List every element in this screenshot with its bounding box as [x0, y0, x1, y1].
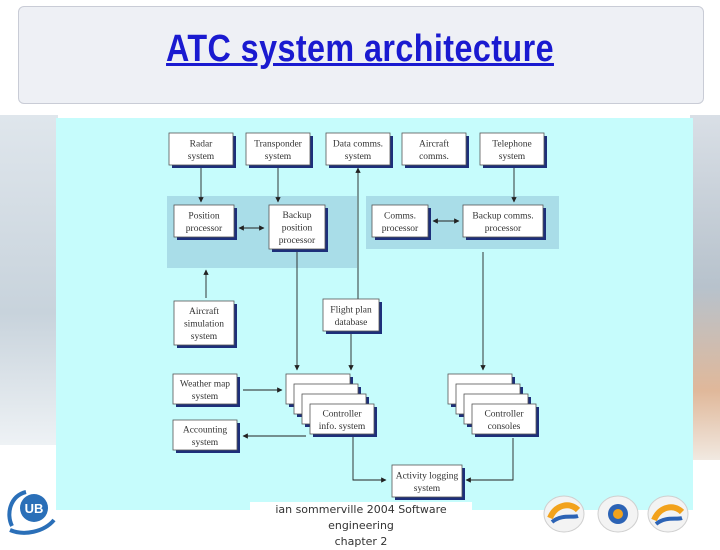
box-frame: [309, 403, 375, 435]
node-label: processor: [186, 224, 223, 234]
node-radar: Radar system: [168, 132, 236, 168]
node-label: Backup: [282, 211, 311, 221]
node-label: Position: [188, 211, 219, 221]
partner-logo-1: [543, 495, 585, 533]
footer-line-2: chapter 2: [334, 535, 388, 548]
box-frame: [172, 373, 238, 405]
background-graphic-right: [690, 115, 720, 460]
node-label: system: [414, 484, 441, 494]
node-label: Flight plan: [330, 305, 372, 315]
connector-arrow: [465, 438, 514, 483]
node-telephone: Telephone system: [479, 132, 547, 168]
node-label: Weather map: [180, 379, 230, 389]
node-label: info. system: [319, 421, 366, 432]
node-flight-plan-database: Flight plan database: [322, 298, 382, 334]
box-frame: [168, 132, 234, 166]
partner-logos: [543, 495, 689, 533]
node-label: Activity logging: [396, 471, 459, 481]
node-label: Radar: [190, 139, 214, 149]
node-label: system: [345, 152, 372, 162]
node-backup-position-processor: Backup position processor: [268, 204, 328, 252]
node-data-comms: Data comms. system: [325, 132, 393, 168]
node-aircraft-simulation: Aircraft simulation system: [173, 300, 237, 348]
connector-arrow: [352, 428, 387, 483]
node-label: system: [192, 438, 219, 448]
node-controller-info: Controller info. system: [285, 373, 377, 437]
node-label: Data comms.: [333, 139, 383, 149]
box-frame: [173, 300, 235, 346]
box-frame: [401, 132, 467, 166]
node-label: database: [335, 318, 368, 328]
box-frame: [479, 132, 545, 166]
box-frame: [268, 204, 326, 250]
node-label: system: [191, 332, 218, 342]
node-label: processor: [279, 236, 316, 246]
node-aircraft-comms: Aircraft comms.: [401, 132, 469, 168]
node-activity-logging: Activity logging system: [391, 464, 465, 500]
logo-text: UB: [25, 501, 44, 516]
university-logo: UB: [7, 490, 56, 535]
box-frame: [391, 464, 463, 498]
box-frame: [471, 403, 537, 435]
title-banner: [18, 6, 704, 104]
node-label: Accounting: [183, 425, 228, 435]
node-label: Telephone: [492, 139, 531, 149]
box-frame: [245, 132, 311, 166]
node-label: processor: [485, 224, 522, 234]
architecture-diagram: Radar system Transponder system Data comms. s…: [56, 118, 693, 510]
node-position-processor: Position processor: [173, 204, 237, 240]
partner-logo-3: [647, 495, 689, 533]
node-label: system: [499, 152, 526, 162]
node-label: Backup comms.: [472, 211, 533, 221]
box-frame: [462, 204, 544, 238]
box-frame: [371, 204, 429, 238]
partner-logo-2: [597, 495, 639, 533]
diagram-canvas: Radar system Transponder system Data comms. s…: [167, 132, 559, 500]
node-label: consoles: [488, 422, 521, 432]
node-label: comms.: [419, 152, 449, 162]
node-label: Comms.: [384, 211, 416, 221]
node-label: Aircraft: [189, 306, 219, 317]
node-label: system: [192, 392, 219, 402]
box-frame: [173, 204, 235, 238]
footer-line-1: ian sommerville 2004 Software engineerin…: [275, 503, 447, 532]
node-label: position: [282, 224, 313, 234]
node-label: Transponder: [254, 139, 303, 149]
background-graphic-left: [0, 115, 58, 445]
node-label: Controller: [322, 409, 362, 419]
node-transponder: Transponder system: [245, 132, 313, 168]
node-label: system: [265, 152, 292, 162]
slide-title: ATC system architecture: [166, 28, 554, 70]
node-comms-processor: Comms. processor: [371, 204, 431, 240]
node-label: Controller: [484, 409, 524, 419]
node-label: Aircraft: [419, 138, 449, 149]
node-controller-consoles: Controller consoles: [447, 373, 539, 437]
node-backup-comms-processor: Backup comms. processor: [462, 204, 546, 240]
node-label: simulation: [184, 320, 224, 330]
node-label: processor: [382, 224, 419, 234]
slide-footer: ian sommerville 2004 Software engineerin…: [250, 502, 472, 550]
node-label: system: [188, 152, 215, 162]
box-frame: [322, 298, 380, 332]
node-weather-map: Weather map system: [172, 373, 240, 407]
box-frame: [172, 419, 238, 451]
box-frame: [325, 132, 391, 166]
node-accounting: Accounting system: [172, 419, 240, 453]
